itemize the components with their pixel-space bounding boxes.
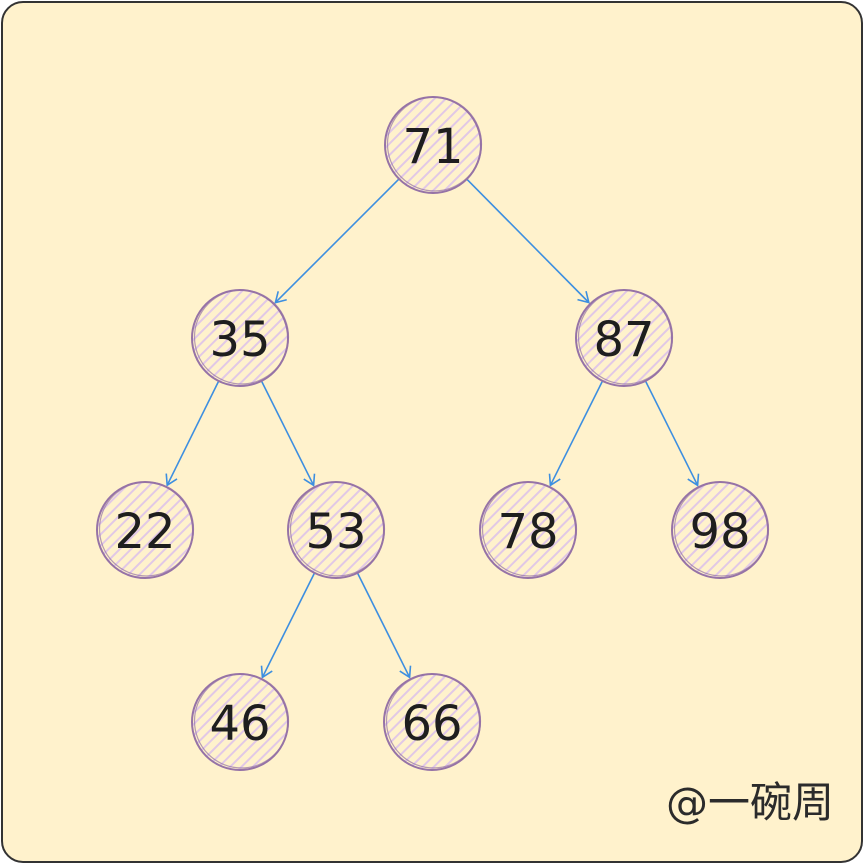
node-label: 78: [497, 504, 558, 560]
node-label: 98: [689, 504, 750, 560]
node-outline: [193, 289, 290, 385]
tree-node-66: 66: [383, 673, 482, 771]
edge-71-to-87: [463, 175, 590, 304]
edge-87-to-98: [642, 377, 700, 487]
edges-layer: [165, 175, 700, 679]
node-outline: [385, 673, 482, 769]
node-outline: [386, 96, 483, 192]
node-outline: [481, 481, 578, 577]
edge-71-to-35: [274, 175, 403, 304]
node-outline: [289, 481, 386, 577]
node-label: 22: [114, 504, 175, 560]
edge-35-to-53: [258, 377, 316, 487]
tree-node-35: 35: [191, 289, 290, 387]
tree-node-87: 87: [575, 289, 674, 387]
node-outline: [193, 673, 290, 769]
edge-87-to-78: [548, 377, 606, 487]
tree-node-78: 78: [479, 481, 578, 579]
tree-node-53: 53: [287, 481, 386, 579]
node-label: 46: [209, 696, 270, 752]
edge-53-to-66: [354, 569, 412, 679]
watermark-text: @一碗周: [665, 778, 834, 827]
node-label: 87: [593, 312, 654, 368]
edge-35-to-22: [165, 377, 222, 487]
node-label: 35: [209, 312, 270, 368]
tree-node-71: 71: [384, 96, 483, 194]
nodes-layer: 71 35 87 22 53 78 98 46 66: [96, 96, 770, 771]
node-outline: [98, 481, 195, 577]
node-label: 71: [402, 119, 463, 175]
edge-53-to-46: [260, 569, 318, 679]
node-outline: [673, 481, 770, 577]
tree-node-46: 46: [191, 673, 290, 771]
node-outline: [577, 289, 674, 385]
node-label: 66: [401, 696, 462, 752]
tree-node-98: 98: [671, 481, 770, 579]
node-label: 53: [305, 504, 366, 560]
tree-node-22: 22: [96, 481, 195, 579]
